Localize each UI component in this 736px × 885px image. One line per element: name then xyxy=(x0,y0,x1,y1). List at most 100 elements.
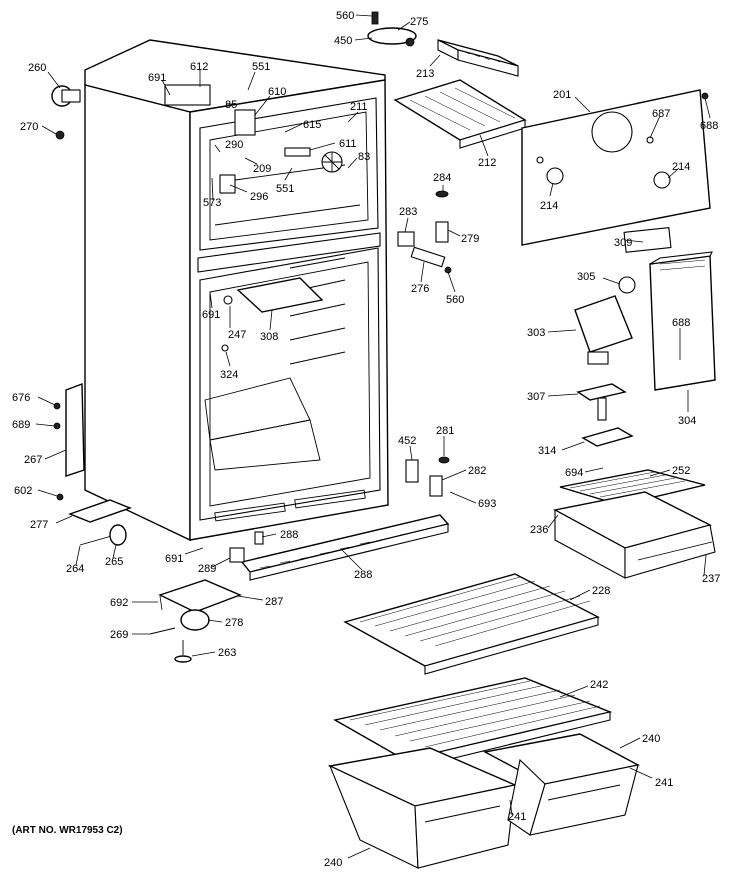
label-324: 324 xyxy=(220,369,238,381)
label-85: 85 xyxy=(225,99,237,111)
cabinet-body xyxy=(84,39,389,542)
part-213-ice-tray xyxy=(437,39,519,77)
label-241: 241 xyxy=(655,777,673,789)
label-265: 265 xyxy=(105,556,123,568)
label-252: 252 xyxy=(672,465,690,477)
label-560: 560 xyxy=(336,10,354,22)
part-labels: 560 275 450 213 260 270 691 612 551 610 … xyxy=(12,10,720,869)
part-277-hinge-bottom xyxy=(68,499,132,523)
fan-motor-assembly xyxy=(164,84,343,194)
part-278-roller xyxy=(180,609,210,631)
part-307-bracket xyxy=(576,383,627,421)
part-602-screw xyxy=(56,493,64,501)
label-283: 283 xyxy=(399,206,417,218)
label-83: 83 xyxy=(358,151,370,163)
label-279: 279 xyxy=(461,233,479,245)
part-309-plate xyxy=(623,227,672,253)
part-324-fastener xyxy=(221,344,229,352)
part-260-fitting xyxy=(51,85,81,140)
art-number-caption: (ART NO. WR17953 C2) xyxy=(12,825,123,836)
label-267: 267 xyxy=(24,454,42,466)
label-612: 612 xyxy=(190,61,208,73)
part-267-hinge xyxy=(53,382,85,477)
label-213: 213 xyxy=(416,68,434,80)
label-236: 236 xyxy=(530,524,548,536)
part-287-bracket xyxy=(158,579,242,613)
label-676: 676 xyxy=(12,392,30,404)
label-263: 263 xyxy=(218,647,236,659)
part-247-clip xyxy=(223,295,233,305)
label-241: 241 xyxy=(508,811,526,823)
part-281-screw xyxy=(438,456,450,464)
part-212-freezer-shelf xyxy=(393,79,527,149)
leader-lines xyxy=(35,14,707,859)
label-688: 688 xyxy=(672,317,690,329)
label-281: 281 xyxy=(436,425,454,437)
label-277: 277 xyxy=(30,519,48,531)
label-689: 689 xyxy=(12,419,30,431)
label-278: 278 xyxy=(225,617,243,629)
label-307: 307 xyxy=(527,391,545,403)
label-288: 288 xyxy=(354,569,372,581)
label-452: 452 xyxy=(398,435,416,447)
label-573: 573 xyxy=(203,197,221,209)
part-279-valve-group xyxy=(397,190,452,274)
label-314: 314 xyxy=(538,445,556,457)
label-211: 211 xyxy=(350,101,368,113)
label-260: 260 xyxy=(28,62,46,74)
label-303: 303 xyxy=(527,327,545,339)
part-242-crisper-cover xyxy=(333,677,613,771)
part-275-hinge xyxy=(367,11,417,47)
part-265-roller xyxy=(79,524,127,546)
part-452-stop xyxy=(405,459,419,483)
label-691: 691 xyxy=(165,553,183,565)
part-201-rear-panel xyxy=(521,89,711,246)
label-237: 237 xyxy=(702,573,720,585)
label-692: 692 xyxy=(110,597,128,609)
label-242: 242 xyxy=(590,679,608,691)
part-314-bracket xyxy=(581,427,634,447)
label-611: 611 xyxy=(339,138,357,150)
part-692-bolt xyxy=(159,595,163,611)
part-263-leveling-leg xyxy=(174,640,192,663)
label-308: 308 xyxy=(260,331,278,343)
label-450: 450 xyxy=(334,35,352,47)
part-252-crisper-cover xyxy=(559,469,706,506)
part-304-control-housing xyxy=(649,251,716,391)
label-247: 247 xyxy=(228,329,246,341)
label-288: 288 xyxy=(280,529,298,541)
label-296: 296 xyxy=(250,191,268,203)
label-610: 610 xyxy=(268,86,286,98)
part-308-cover xyxy=(236,277,324,313)
label-240: 240 xyxy=(324,857,342,869)
part-303-damper xyxy=(574,295,633,365)
label-691: 691 xyxy=(202,309,220,321)
label-214: 214 xyxy=(540,200,558,212)
label-201: 201 xyxy=(553,89,571,101)
label-305: 305 xyxy=(577,271,595,283)
label-551: 551 xyxy=(276,183,294,195)
part-282-bracket xyxy=(429,475,443,497)
label-276: 276 xyxy=(411,283,429,295)
label-240: 240 xyxy=(642,733,660,745)
part-240-crisper-drawer-right xyxy=(482,733,641,836)
label-228: 228 xyxy=(592,585,610,597)
label-693: 693 xyxy=(478,498,496,510)
label-264: 264 xyxy=(66,563,84,575)
label-687: 687 xyxy=(652,108,670,120)
label-289: 289 xyxy=(198,563,216,575)
label-287: 287 xyxy=(265,596,283,608)
part-305-light-socket xyxy=(618,276,636,294)
part-228-wire-shelf xyxy=(343,573,600,675)
label-551: 551 xyxy=(252,61,270,73)
label-209: 209 xyxy=(253,163,271,175)
label-694: 694 xyxy=(565,467,583,479)
label-214: 214 xyxy=(672,161,690,173)
label-309: 309 xyxy=(614,237,632,249)
label-282: 282 xyxy=(468,465,486,477)
label-290: 290 xyxy=(225,139,243,151)
label-615: 615 xyxy=(303,119,321,131)
label-284: 284 xyxy=(433,172,451,184)
label-212: 212 xyxy=(478,157,496,169)
